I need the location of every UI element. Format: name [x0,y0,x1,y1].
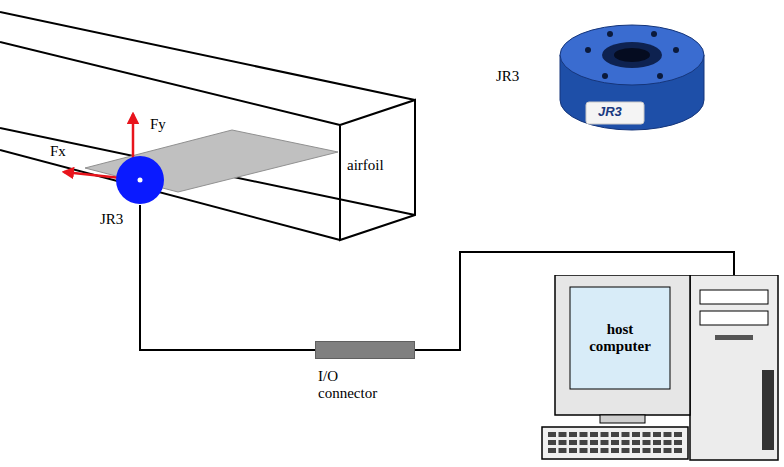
brand-text: JR3 [598,104,622,119]
sensor-circle [115,155,165,205]
part-label: JR3 [496,68,519,85]
node-label: I/O connector [318,368,390,402]
sensor-node: JR3 [115,155,165,205]
node-label: JR3 [100,211,123,228]
force-arrow-y [132,114,135,162]
sensor-photo [560,25,704,130]
signal-cable [140,205,315,350]
host-computer: host computer [540,275,782,463]
part-label: airfoil [347,157,384,174]
io-connector: I/O connector [315,341,415,359]
node-label: host computer [570,287,670,389]
wind-tunnel [0,12,415,240]
computer-drawing [540,275,782,463]
force-label: Fy [150,116,166,133]
force-label: Fx [50,143,66,160]
